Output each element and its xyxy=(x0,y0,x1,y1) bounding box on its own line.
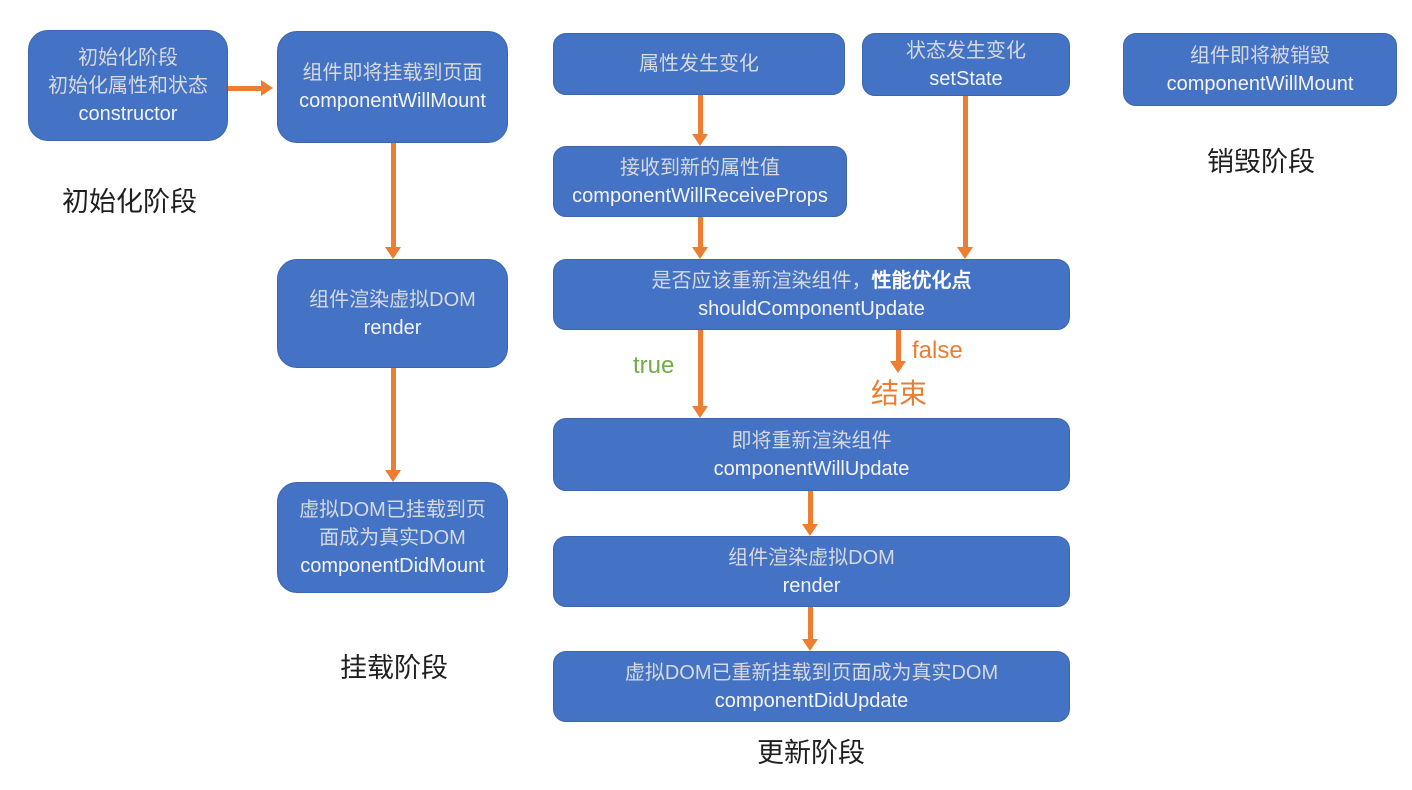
node-should-component-update: 是否应该重新渲染组件，性能优化点 shouldComponentUpdate xyxy=(553,259,1070,330)
node-props-change-cn: 属性发生变化 xyxy=(639,53,759,75)
phase-label-init: 初始化阶段 xyxy=(62,187,197,217)
node-component-will-unmount: 组件即将被销毁 componentWillMount xyxy=(1123,33,1397,106)
node-state-change-en: setState xyxy=(929,67,1003,90)
node-will-update-cn: 即将重新渲染组件 xyxy=(731,429,892,452)
label-false: false xyxy=(912,337,963,364)
node-render-update-en: render xyxy=(782,574,841,597)
label-true: true xyxy=(633,352,675,379)
arrow-set-state-to-should-update xyxy=(957,96,973,259)
node-render-update: 组件渲染虚拟DOM render xyxy=(553,536,1070,607)
arrow-props-change-to-receive-props xyxy=(692,95,708,146)
arrow-render-to-did-update xyxy=(802,607,818,651)
arrow-will-mount-to-render xyxy=(385,143,401,259)
arrow-will-update-to-render xyxy=(802,491,818,536)
node-state-change: 状态发生变化 setState xyxy=(862,33,1070,96)
node-will-unmount-en: componentWillMount xyxy=(1166,72,1354,95)
node-should-update-en: shouldComponentUpdate xyxy=(698,297,925,320)
node-component-will-receive-props: 接收到新的属性值 componentWillReceiveProps xyxy=(553,146,847,217)
node-render-mount-cn: 组件渲染虚拟DOM xyxy=(309,288,476,311)
node-constructor-en: constructor xyxy=(78,102,178,125)
arrow-receive-props-to-should-update xyxy=(692,217,708,259)
arrow-render-to-did-mount xyxy=(385,368,401,482)
arrow-false-branch xyxy=(890,330,906,373)
node-constructor-cn-line2: 初始化属性和状态 xyxy=(48,74,208,97)
phase-label-mount: 挂载阶段 xyxy=(340,653,448,683)
node-will-mount-en: componentWillMount xyxy=(299,90,486,112)
label-end: 结束 xyxy=(871,378,928,409)
node-constructor: 初始化阶段 初始化属性和状态 constructor xyxy=(28,30,228,141)
node-render-mount-en: render xyxy=(363,316,422,339)
node-should-update-cn-highlight: 性能优化点 xyxy=(871,269,972,292)
node-state-change-cn: 状态发生变化 xyxy=(906,39,1026,62)
node-did-update-en: componentDidUpdate xyxy=(714,689,909,712)
phase-label-unmount: 销毁阶段 xyxy=(1207,147,1315,177)
node-will-unmount-cn: 组件即将被销毁 xyxy=(1190,44,1330,67)
node-component-did-update: 虚拟DOM已重新挂载到页面成为真实DOM componentDidUpdate xyxy=(553,651,1070,722)
node-did-mount-cn-line1: 虚拟DOM已挂载到页 xyxy=(299,498,486,521)
arrow-constructor-to-will-mount xyxy=(228,80,273,96)
node-will-mount-cn: 组件即将挂载到页面 xyxy=(302,62,483,84)
node-receive-props-en: componentWillReceiveProps xyxy=(572,184,828,207)
arrow-true-branch xyxy=(692,330,708,418)
phase-label-update: 更新阶段 xyxy=(757,738,865,768)
node-component-will-mount: 组件即将挂载到页面 componentWillMount xyxy=(277,31,508,143)
node-render-mount: 组件渲染虚拟DOM render xyxy=(277,259,508,368)
node-should-update-cn: 是否应该重新渲染组件，性能优化点 xyxy=(652,267,972,295)
node-component-will-update: 即将重新渲染组件 componentWillUpdate xyxy=(553,418,1070,491)
node-props-change: 属性发生变化 xyxy=(553,33,845,95)
node-did-mount-cn-line2: 面成为真实DOM xyxy=(319,526,466,549)
node-did-mount-en: componentDidMount xyxy=(300,554,485,577)
node-constructor-cn-line1: 初始化阶段 xyxy=(78,46,178,69)
node-will-update-en: componentWillUpdate xyxy=(713,457,910,480)
node-did-update-cn: 虚拟DOM已重新挂载到页面成为真实DOM xyxy=(624,661,999,684)
node-component-did-mount: 虚拟DOM已挂载到页 面成为真实DOM componentDidMount xyxy=(277,482,508,593)
node-receive-props-cn: 接收到新的属性值 xyxy=(620,156,780,179)
node-should-update-cn-normal: 是否应该重新渲染组件， xyxy=(651,269,872,292)
node-render-update-cn: 组件渲染虚拟DOM xyxy=(728,546,895,569)
